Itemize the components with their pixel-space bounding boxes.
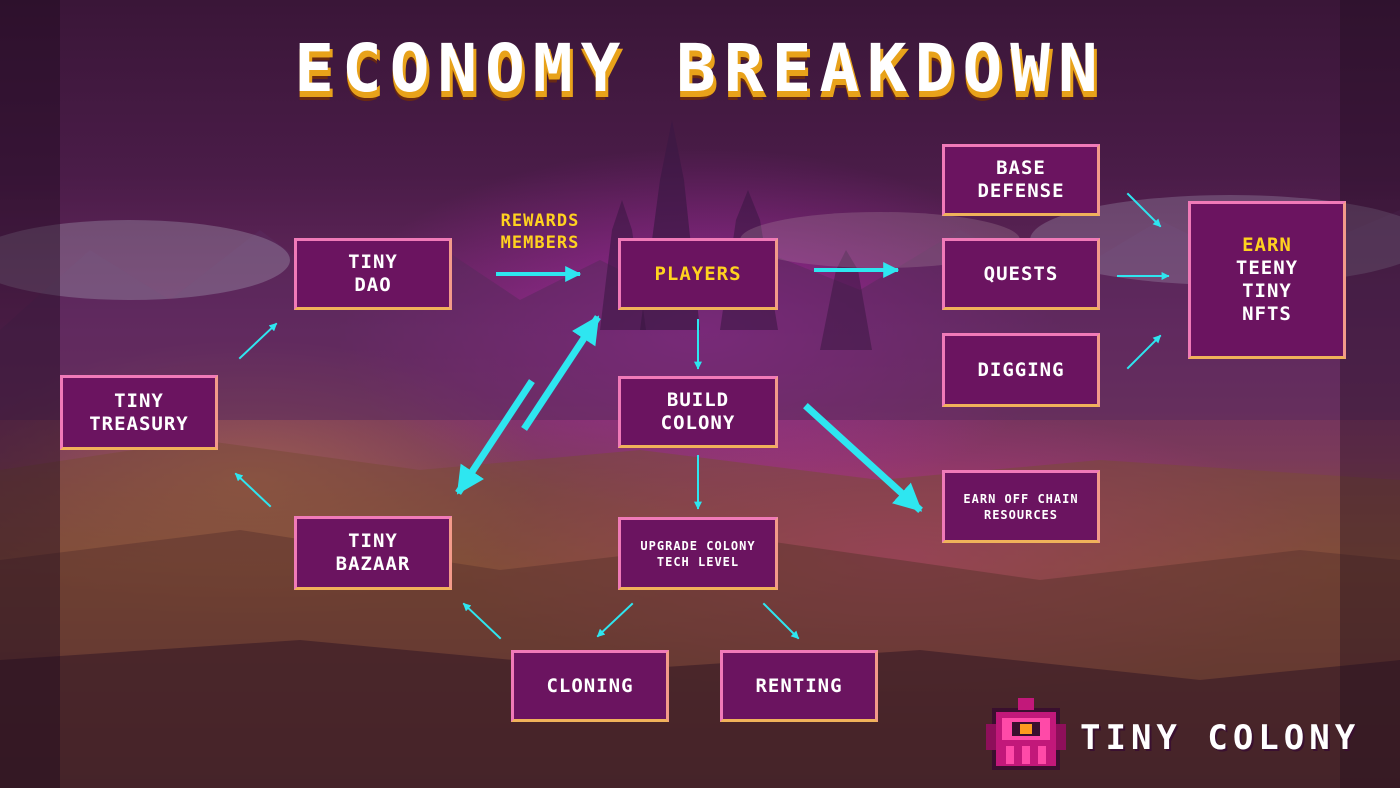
node-quests: QUESTS <box>942 238 1100 310</box>
brand-name: TINY COLONY <box>1080 718 1361 758</box>
arrow-defense-to-nfts <box>1126 192 1162 228</box>
arrow-upgrade-to-renting <box>762 602 800 640</box>
arrow-players-to-bazaar <box>455 379 535 495</box>
node-build-colony: BUILD COLONY <box>618 376 778 448</box>
arrow-bazaar-to-treasury <box>234 472 272 508</box>
arrow-cloning-to-bazaar <box>462 602 502 640</box>
node-base-defense: BASE DEFENSE <box>942 144 1100 216</box>
rewards-members-label: REWARDS MEMBERS <box>500 211 580 253</box>
node-tiny-treasury: TINY TREASURY <box>60 375 218 450</box>
node-players: PLAYERS <box>618 238 778 310</box>
robot-head-icon <box>986 698 1066 770</box>
page-title: ECONOMY BREAKDOWN <box>294 30 1106 107</box>
arrow-build-to-offchain <box>803 403 923 513</box>
node-cloning: CLONING <box>511 650 669 722</box>
arrow-digging-to-nfts <box>1126 334 1162 370</box>
node-earn-off-chain: EARN OFF CHAIN RESOURCES <box>942 470 1100 543</box>
arrow-upgrade-to-cloning <box>596 602 634 638</box>
node-renting: RENTING <box>720 650 878 722</box>
node-tiny-bazaar: TINY BAZAAR <box>294 516 452 590</box>
node-digging: DIGGING <box>942 333 1100 407</box>
arrow-treasury-to-dao <box>238 322 278 360</box>
arrow-bazaar-to-players <box>521 315 601 431</box>
node-earn-teeny-tiny-nfts: EARN TEENY TINY NFTS <box>1188 201 1346 359</box>
node-tiny-dao: TINY DAO <box>294 238 452 310</box>
node-upgrade-colony: UPGRADE COLONY TECH LEVEL <box>618 517 778 590</box>
